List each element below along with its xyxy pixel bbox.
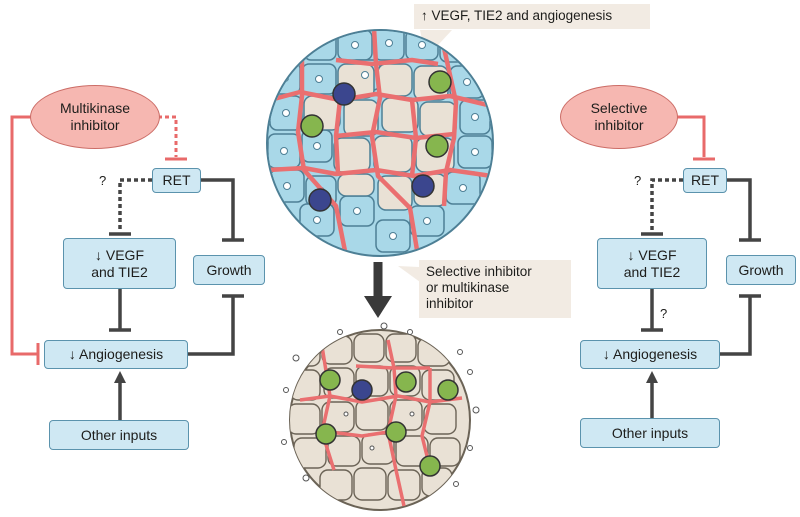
left-vegf-line2: and TIE2 bbox=[91, 263, 148, 280]
left-drug-line1: Multikinase bbox=[59, 100, 131, 116]
right-growth-box: Growth bbox=[726, 255, 796, 285]
right-ret-label: RET bbox=[691, 172, 719, 188]
top-note-text: ↑ VEGF, TIE2 and angiogenesis bbox=[421, 8, 613, 23]
left-multikinase-inhibits-angiogenesis bbox=[10, 115, 38, 356]
left-vegf-line1: ↓ VEGF bbox=[94, 246, 144, 263]
right-selective-inhibitor: Selective inhibitor bbox=[560, 85, 678, 149]
right-drug-line2: inhibitor bbox=[594, 117, 644, 133]
right-question-mark-top: ? bbox=[634, 173, 642, 188]
middle-note-line1: Selective inhibitor bbox=[426, 264, 532, 279]
left-multikinase-inhibitor: Multikinase inhibitor bbox=[30, 85, 160, 149]
right-other-inputs-box: Other inputs bbox=[580, 418, 720, 448]
right-drug-line1: Selective bbox=[590, 100, 648, 116]
right-ret-box: RET bbox=[683, 168, 727, 193]
right-selective-inhibits-ret bbox=[675, 115, 706, 157]
left-ret-to-vegf-dotted bbox=[118, 178, 152, 232]
left-ret-box: RET bbox=[152, 168, 201, 193]
centre-treatment-arrowhead bbox=[364, 296, 392, 318]
left-growth-box: Growth bbox=[193, 255, 265, 285]
right-ret-to-vegf-dotted bbox=[650, 178, 683, 232]
middle-treatment-note: Selective inhibitor or multikinase inhib… bbox=[419, 260, 571, 318]
left-growth-label: Growth bbox=[206, 261, 252, 278]
right-ret-to-growth-line bbox=[718, 178, 752, 240]
left-vegf-tie2-box: ↓ VEGF and TIE2 bbox=[63, 238, 176, 289]
left-angiogenesis-label: ↓ Angiogenesis bbox=[68, 346, 164, 362]
left-other-inputs-box: Other inputs bbox=[49, 420, 189, 450]
right-vegf-line2: and TIE2 bbox=[623, 263, 681, 280]
left-angiogenesis-box: ↓ Angiogenesis bbox=[44, 340, 188, 369]
left-other-inputs-label: Other inputs bbox=[80, 426, 158, 443]
left-ret-label: RET bbox=[162, 172, 191, 188]
right-other-inputs-label: Other inputs bbox=[611, 424, 689, 441]
top-angiogenesis-note: ↑ VEGF, TIE2 and angiogenesis bbox=[414, 4, 650, 29]
right-angio-to-growth-line bbox=[720, 296, 752, 356]
middle-note-line2: or multikinase bbox=[426, 280, 510, 295]
left-ret-to-growth-line bbox=[201, 178, 235, 240]
right-vegf-line1: ↓ VEGF bbox=[627, 246, 677, 263]
left-multikinase-inhibits-ret bbox=[158, 115, 178, 157]
left-drug-line2: inhibitor bbox=[70, 117, 120, 133]
middle-note-line3: inhibitor bbox=[426, 296, 474, 311]
right-growth-label: Growth bbox=[738, 261, 784, 278]
right-question-mark-mid: ? bbox=[660, 306, 668, 321]
left-question-mark: ? bbox=[99, 173, 107, 188]
right-angiogenesis-label: ↓ Angiogenesis bbox=[602, 346, 698, 362]
right-angiogenesis-box: ↓ Angiogenesis bbox=[580, 340, 720, 369]
right-vegf-tie2-box: ↓ VEGF and TIE2 bbox=[597, 238, 707, 289]
left-angio-to-growth-line bbox=[188, 296, 235, 356]
